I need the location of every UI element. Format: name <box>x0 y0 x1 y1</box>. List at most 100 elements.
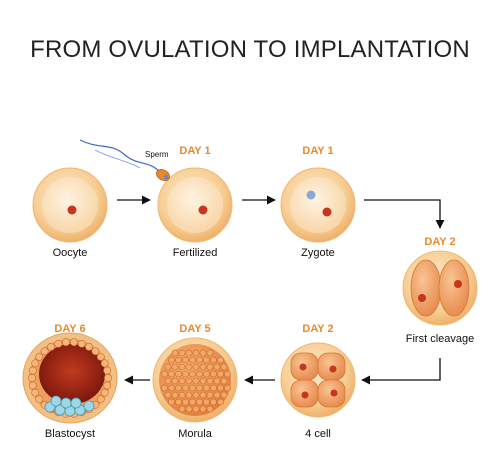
blastomere <box>161 384 168 392</box>
blastomere <box>178 377 186 385</box>
oocyte-cell <box>32 167 108 243</box>
trophoblast-cell <box>47 342 55 351</box>
blastomere <box>210 398 217 406</box>
blastomere <box>199 391 207 399</box>
arrow-zygote-to-cleavage <box>364 199 445 229</box>
stage-label-first-cleavage: First cleavage <box>405 333 475 345</box>
blastomere <box>175 356 182 364</box>
trophoblast-cell <box>85 342 93 351</box>
trophoblast-cell <box>103 381 112 390</box>
blastomere <box>185 363 193 371</box>
blastomere <box>168 370 175 378</box>
day-label-zygote: DAY 1 <box>302 145 334 157</box>
pronucleus-dot <box>306 190 316 200</box>
trophoblast-cell <box>62 338 70 347</box>
blastomere <box>164 363 172 371</box>
trophoblast-cell <box>100 359 109 368</box>
blastomere <box>185 391 193 399</box>
blastomere <box>171 391 179 399</box>
stage-label-fertilized: Fertilized <box>172 247 218 259</box>
blastomere <box>178 349 186 357</box>
blastomere <box>217 384 224 392</box>
morula-blastomeres <box>161 349 231 413</box>
morula-cell <box>152 337 238 423</box>
blastomere <box>171 349 179 357</box>
page-title: FROM OVULATION TO IMPLANTATION <box>30 36 470 63</box>
blastomere <box>182 370 189 378</box>
zygote-cell <box>280 167 356 243</box>
blastomere <box>203 370 210 378</box>
trophoblast-cell <box>31 359 40 368</box>
blastomere <box>171 363 179 371</box>
day-label-fertilized: DAY 1 <box>179 145 211 157</box>
trophoblast-cell <box>28 381 37 390</box>
blastomere <box>196 370 203 378</box>
blastomere <box>192 349 200 357</box>
blastomere <box>192 405 200 413</box>
blastomere <box>203 356 210 364</box>
trophoblast-cell <box>77 339 86 348</box>
blastomere <box>182 356 189 364</box>
blastomere <box>213 391 221 399</box>
trophoblast-cell <box>100 388 109 397</box>
blastomere <box>210 370 217 378</box>
blastomere <box>171 377 179 385</box>
blastomere <box>206 363 214 371</box>
fertilized-cell <box>157 167 233 243</box>
blastomere <box>224 384 231 392</box>
blastomere <box>196 384 203 392</box>
blastomere <box>175 398 182 406</box>
blastomere <box>206 349 214 357</box>
day-label-four-cell: DAY 2 <box>302 323 334 335</box>
blastomere <box>217 356 224 364</box>
trophoblast-cell <box>35 352 44 361</box>
blastomere <box>175 384 182 392</box>
inner-cell-mass <box>44 395 95 417</box>
blastomere <box>199 377 207 385</box>
blastomere <box>161 370 168 378</box>
blastomere <box>199 363 207 371</box>
trophoblast-cell <box>28 374 36 382</box>
sperm-icon <box>79 139 170 181</box>
blastomere <box>199 349 207 357</box>
blastomere <box>182 384 189 392</box>
trophoblast-cell <box>70 338 78 347</box>
sperm-label: Sperm <box>145 150 169 159</box>
blastomere <box>185 349 193 357</box>
blastomere <box>168 384 175 392</box>
nucleus-dot <box>67 205 77 215</box>
trophoblast-cell <box>91 347 100 356</box>
trophoblast-cell <box>96 395 105 404</box>
trophoblast-cell <box>31 388 40 397</box>
blastomere <box>189 356 196 364</box>
blastomere <box>224 370 231 378</box>
blastomere <box>206 405 214 413</box>
blastomere <box>206 391 214 399</box>
blastomere <box>192 377 200 385</box>
stage-label-four-cell: 4 cell <box>305 428 331 440</box>
stage-label-morula: Morula <box>178 428 212 440</box>
first-cleavage-cell <box>402 250 478 326</box>
blastomere <box>220 363 228 371</box>
blastomere <box>178 363 186 371</box>
nucleus-dot <box>198 205 208 215</box>
blastomere <box>203 398 210 406</box>
blastomere <box>189 370 196 378</box>
blastomere <box>196 398 203 406</box>
trophoblast-cell <box>35 395 44 404</box>
blastomere <box>213 363 221 371</box>
blastocyst-cell <box>22 332 118 424</box>
blastomere <box>189 384 196 392</box>
blastomere <box>210 384 217 392</box>
trophoblast-cell <box>40 347 49 356</box>
nucleus-dot <box>322 207 332 217</box>
trophoblast-cell <box>54 339 63 348</box>
blastomere <box>192 391 200 399</box>
blastomere <box>203 384 210 392</box>
blastomere <box>220 391 228 399</box>
trophoblast-cell <box>103 366 112 375</box>
blastomere <box>168 398 175 406</box>
four-cell-embryo <box>280 342 356 418</box>
